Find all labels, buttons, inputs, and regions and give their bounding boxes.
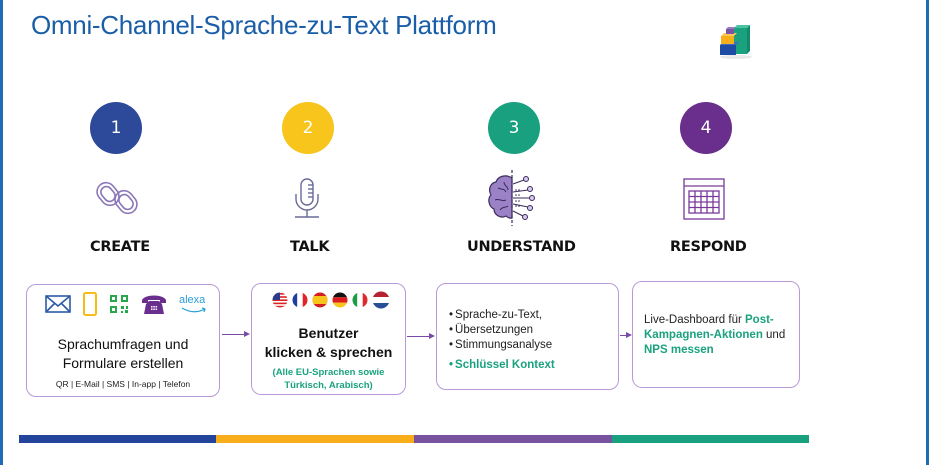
page-title: Omni-Channel-Sprache-zu-Text Plattform [31,10,497,40]
create-box-title: Sprachumfragen und Formulare erstellen [57,336,189,371]
step-3-label: UNDERSTAND [467,239,576,255]
create-box: alexa Sprachumfragen und Formulare erste… [26,284,220,397]
footer-bar-segment-3 [414,435,612,443]
respond-box: Live-Dashboard für Post-Kampagnen-Aktion… [632,281,800,388]
france-flag-icon [292,292,308,308]
step-4-label: RESPOND [670,239,747,255]
feature-item: Übersetzungen [449,323,555,338]
feature-item: Sprache-zu-Text, [449,308,555,323]
footer-bar-segment-1 [19,435,216,443]
footer-bar-segment-4 [612,435,809,443]
respond-description: Live-Dashboard für Post-Kampagnen-Aktion… [644,314,786,356]
channel-icons: alexa [45,292,209,316]
talk-box-title: Benutzer klicken & sprechen [264,325,393,360]
footer-bar-segment-2 [216,435,414,443]
microphone-icon [295,178,319,218]
smartphone-icon [83,292,97,316]
envelope-icon [45,295,71,313]
feature-list: Sprache-zu-Text, Übersetzungen Stimmungs… [449,308,555,373]
us-flag-icon [272,292,288,308]
step-4-number-badge: 4 [680,102,732,154]
italy-flag-icon [352,292,368,308]
flow-arrow-3-to-4 [620,331,632,339]
germany-flag-icon [332,292,348,308]
flow-arrow-1-to-2 [222,330,250,338]
ai-brain-icon [488,170,535,226]
alexa-icon: alexa [179,293,209,315]
feature-item: Stimmungsanalyse [449,338,555,353]
step-1-number-badge: 1 [90,102,142,154]
telephone-icon [142,295,166,314]
link-chain-icon [96,181,138,215]
step-2-label: TALK [290,239,330,255]
step-3-number-badge: 3 [488,102,540,154]
frame-border-right [926,0,929,465]
step-1-label: CREATE [90,239,150,255]
frame-border-left [0,0,3,465]
spain-flag-icon [312,292,328,308]
qr-code-icon [110,295,128,313]
talk-box: Benutzer klicken & sprechen (Alle EU-Spr… [251,283,406,395]
language-flags [272,291,390,309]
feature-item-highlight: Schlüssel Kontext [449,358,555,373]
flow-arrow-2-to-3 [407,332,435,340]
calendar-grid-icon [683,178,725,220]
stacked-blocks-logo-icon [720,25,752,59]
step-2-number-badge: 2 [282,102,334,154]
channel-list: QR | E-Mail | SMS | In-app | Telefon [55,379,191,389]
netherlands-flag-icon [372,291,390,309]
understand-box: Sprache-zu-Text, Übersetzungen Stimmungs… [436,283,619,390]
supported-languages-note: (Alle EU-Sprachen sowie Türkisch, Arabis… [272,367,385,391]
